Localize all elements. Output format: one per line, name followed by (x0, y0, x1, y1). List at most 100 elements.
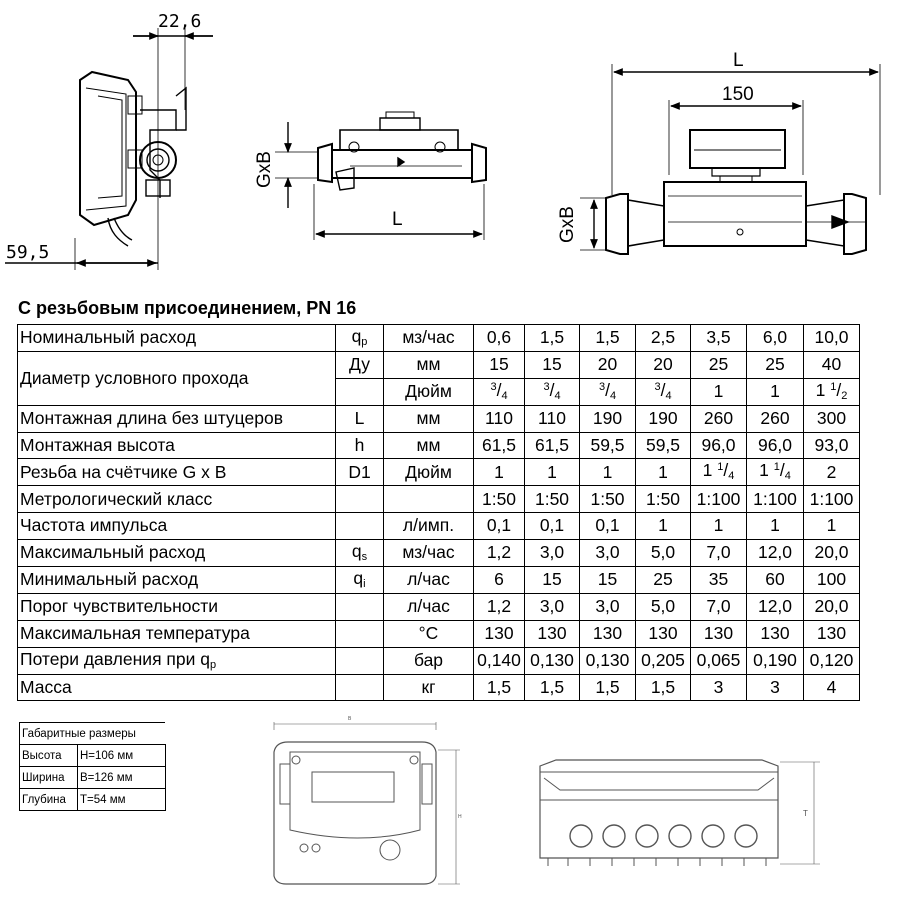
symbol-cell (335, 377, 384, 406)
value-cell: 1,5 (579, 324, 636, 352)
symbol-cell: qs (335, 539, 384, 568)
value-cell: 1,5 (635, 673, 691, 702)
dims-label: Глубина (19, 788, 78, 811)
symbol-label: h (354, 434, 365, 455)
fraction-numerator: 1 (830, 380, 837, 393)
value-whole: 1 (770, 380, 780, 401)
unit-cell: мм (383, 431, 474, 460)
value-cell: 130 (473, 619, 525, 648)
value-cell: 40 (803, 350, 860, 379)
value-cell: 1:50 (524, 485, 580, 514)
value-cell: 3,0 (579, 539, 636, 568)
value-whole: 1 (702, 460, 713, 481)
fraction-denominator: 4 (728, 470, 735, 483)
value-cell: 1,5 (579, 673, 636, 702)
fraction-slash: / (549, 379, 555, 400)
controller-front-drawing (273, 722, 460, 885)
value-cell: 1 (579, 458, 636, 487)
value-cell: 0,1 (579, 512, 636, 541)
param-label: Номинальный расход (20, 327, 197, 348)
param-cell: Максимальный расход (17, 539, 336, 568)
value-whole: 1 (815, 379, 826, 400)
value-cell: 1,5 (524, 673, 580, 702)
value-cell: 130 (524, 619, 580, 648)
value-cell: 35 (690, 566, 747, 594)
value-cell: 1 (524, 458, 580, 487)
value-whole: 1 (494, 461, 504, 482)
value-whole: 2 (826, 461, 837, 482)
value-cell: 1 (746, 512, 804, 541)
controller-dim-b: B (348, 716, 352, 722)
symbol-cell: qp (335, 324, 384, 352)
value-cell: 1 (635, 458, 691, 487)
controller-side-drawing (539, 759, 820, 866)
dim-gxb-perspective: GxB (557, 206, 578, 243)
perspective-view-drawing (580, 64, 881, 255)
symbol-label: L (354, 407, 365, 428)
fraction-denominator: 4 (501, 389, 508, 402)
symbol-cell: qi (335, 566, 384, 594)
value-cell: 12,0 (746, 539, 804, 568)
value-cell: 190 (579, 404, 636, 433)
value-cell: 93,0 (803, 431, 860, 460)
value-cell: 260 (746, 404, 804, 433)
symbol-label: q (351, 325, 362, 346)
value-cell: 1 (690, 512, 747, 541)
unit-cell: л/час (383, 566, 474, 594)
value-cell: 6,0 (746, 324, 804, 352)
dims-label: Ширина (19, 766, 78, 789)
value-cell: 110 (524, 404, 580, 433)
value-cell: 1 (473, 458, 525, 487)
unit-cell: л/час (383, 592, 474, 621)
symbol-cell (335, 512, 384, 541)
dims-row-depth: Глубина T=54 мм (19, 788, 166, 811)
param-label: Минимальный расход (20, 569, 199, 590)
param-cell: Монтажная длина без штуцеров (17, 404, 336, 433)
dim-gxb-front: GxB (254, 151, 275, 188)
symbol-cell: D1 (335, 458, 384, 487)
value-whole: 1 (602, 461, 613, 482)
fraction-numerator: 3 (490, 380, 497, 393)
unit-cell: мм (383, 404, 474, 433)
value-whole: 1 (658, 461, 668, 482)
value-cell: 3/4 (579, 377, 636, 406)
fraction-slash: / (496, 379, 502, 400)
param-label: Монтажная длина без штуцеров (20, 407, 284, 428)
value-cell: 61,5 (473, 431, 525, 460)
fraction-numerator: 3 (598, 380, 606, 393)
value-cell: 1:50 (579, 485, 636, 514)
value-cell: 1 (635, 512, 691, 541)
value-cell: 1,2 (473, 539, 525, 568)
dims-title: Габаритные размеры (19, 722, 166, 745)
unit-cell: мз/час (383, 324, 474, 352)
fraction-slash: / (723, 460, 729, 481)
value-cell: 0,130 (524, 646, 580, 675)
dimensions-table: Габаритные размеры Высота H=106 мм Ширин… (19, 722, 166, 811)
dim-l-perspective: L (733, 50, 744, 71)
value-cell: 3/4 (473, 377, 525, 406)
value-cell: 0,6 (473, 324, 525, 352)
value-cell: 130 (690, 619, 747, 648)
value-cell: 1 (746, 377, 804, 406)
symbol-subscript: p (361, 335, 368, 348)
controller-dim-t: T (803, 809, 808, 818)
fraction-denominator: 4 (665, 389, 672, 402)
param-label: Максимальный расход (20, 542, 206, 563)
value-cell: 1:50 (473, 485, 525, 514)
value-cell: 20,0 (803, 539, 860, 568)
value-cell: 15 (524, 350, 580, 379)
fraction-numerator: 1 (717, 461, 724, 474)
value-cell: 20 (579, 350, 636, 379)
value-cell: 0,1 (473, 512, 525, 541)
